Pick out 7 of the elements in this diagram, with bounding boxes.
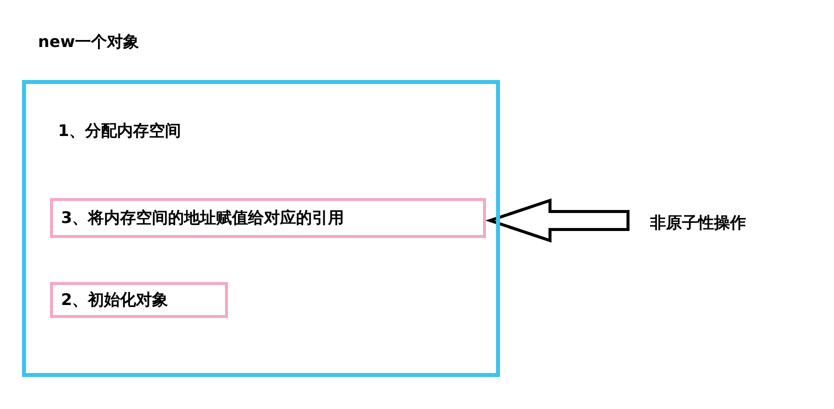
- step-box: 2、初始化对象: [50, 282, 228, 318]
- step-box: 3、将内存空间的地址赋值给对应的引用: [50, 198, 486, 238]
- diagram-title: new一个对象: [38, 32, 140, 53]
- frame-box: [22, 80, 500, 377]
- block-arrow: [485, 198, 630, 243]
- step-text: 1、分配内存空间: [58, 118, 258, 144]
- step-text: 非原子性操作: [650, 210, 790, 236]
